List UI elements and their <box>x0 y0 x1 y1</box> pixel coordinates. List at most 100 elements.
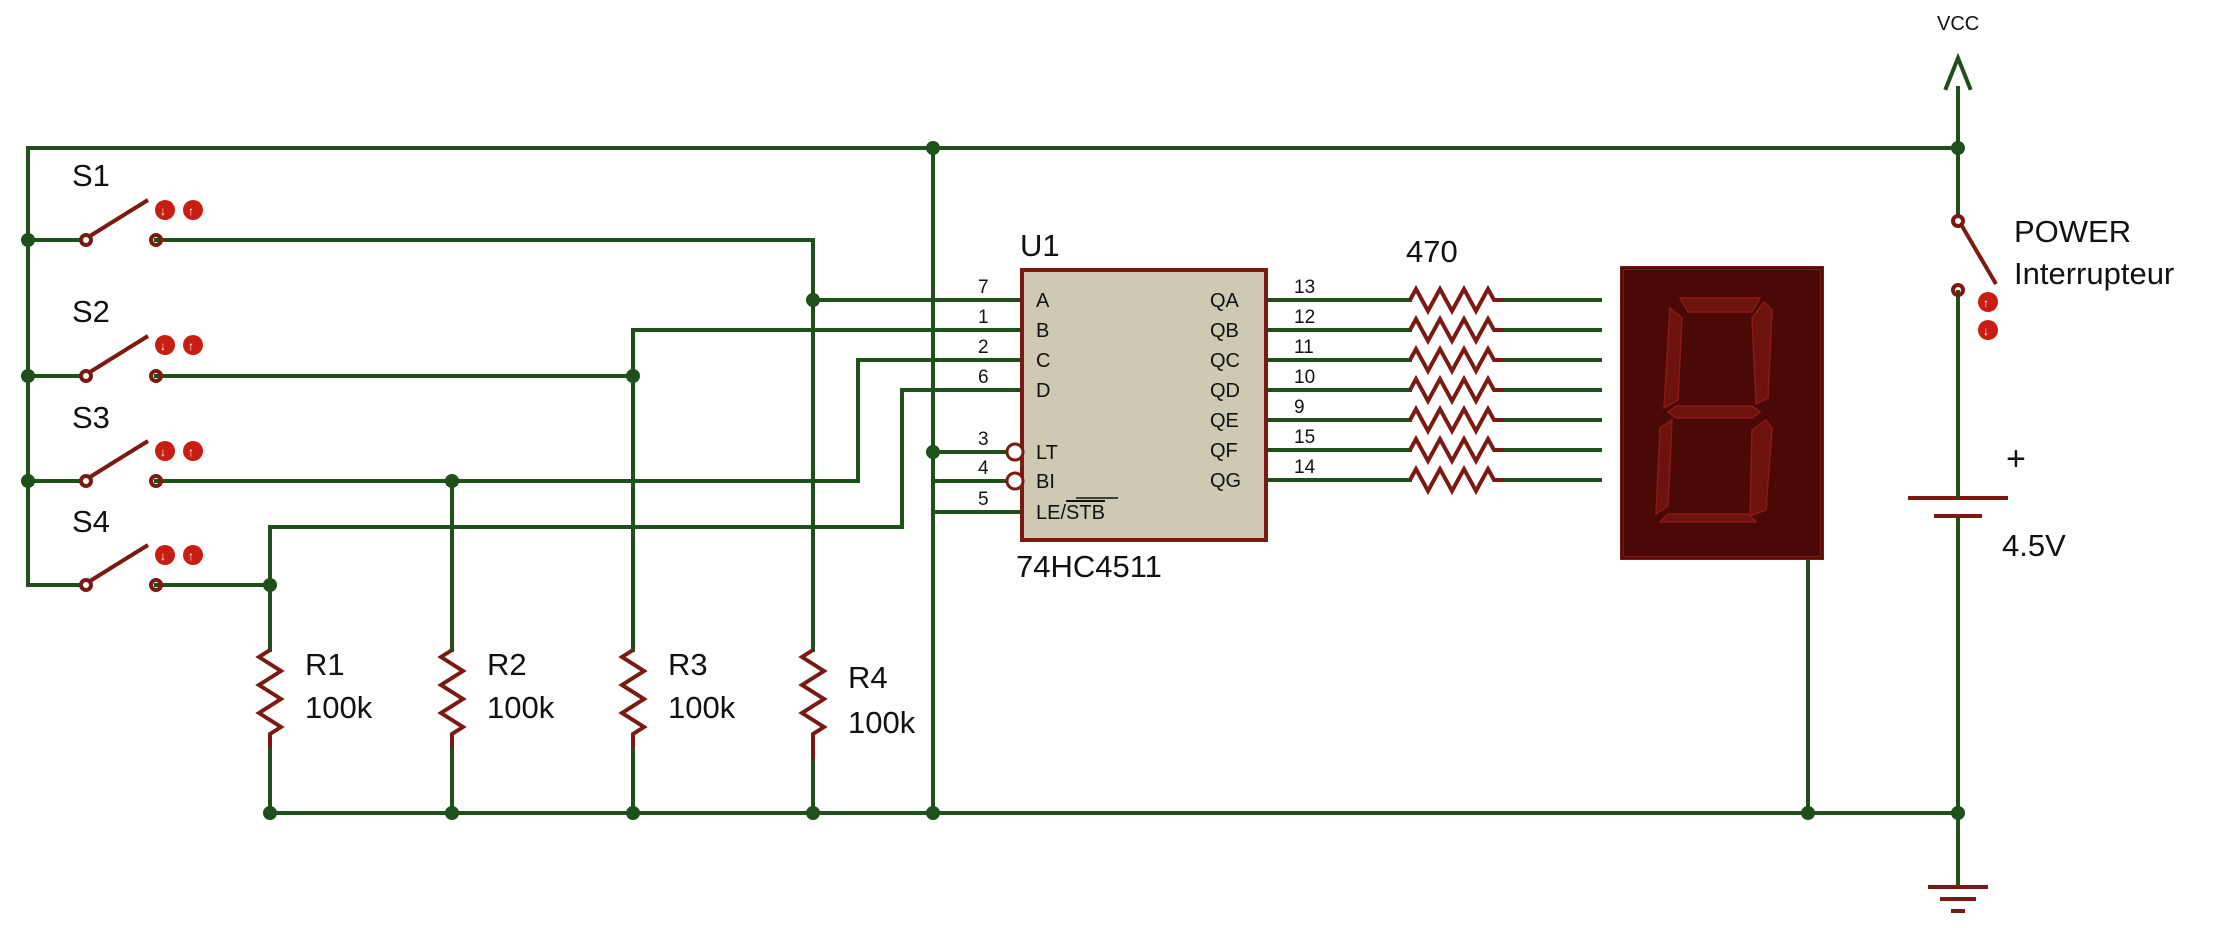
pin-name: QB <box>1210 320 1239 342</box>
resistor-ref: R4 <box>848 660 888 695</box>
resistor-ref: R3 <box>668 647 708 682</box>
pin-name: LT <box>1036 442 1058 464</box>
power-switch[interactable]: POWER Interrupteur ↑ ↓ <box>1951 214 2174 340</box>
segment-g <box>1666 405 1762 419</box>
resistor-value: 100k <box>668 690 736 725</box>
svg-text:9: 9 <box>1294 397 1305 418</box>
toggle-button-down[interactable]: ↓ <box>155 441 175 461</box>
svg-text:5: 5 <box>978 489 989 510</box>
inversion-bubble <box>1005 442 1025 462</box>
seven-segment-display <box>1620 266 1824 560</box>
svg-text:3: 3 <box>978 429 989 450</box>
toggle-button-up[interactable]: ↑ <box>183 545 203 565</box>
toggle-button-down[interactable]: ↓ <box>155 335 175 355</box>
svg-text:4: 4 <box>978 458 989 479</box>
resistor-r3: R3 100k <box>618 647 736 748</box>
ic-ref: U1 <box>1020 228 1060 263</box>
segment-resistor <box>1408 464 1504 496</box>
resistor-r1: R1 100k <box>255 647 373 748</box>
svg-text:15: 15 <box>1294 427 1315 448</box>
svg-text:↑: ↑ <box>188 204 194 218</box>
switch-ref: S1 <box>72 158 110 193</box>
resistor-value: 100k <box>305 690 373 725</box>
battery-polarity: + <box>2006 440 2026 478</box>
switch-ref: S3 <box>72 400 110 435</box>
segment-d <box>1658 513 1758 523</box>
pin-name: A <box>1036 290 1050 312</box>
segment-resistor <box>1408 284 1504 316</box>
svg-text:2: 2 <box>978 337 989 358</box>
toggle-button-down[interactable]: ↓ <box>1978 320 1998 340</box>
segment-a <box>1678 297 1762 313</box>
svg-text:↑: ↑ <box>188 549 194 563</box>
resistor-r4: R4 100k <box>798 648 916 760</box>
resistor-ref: R2 <box>487 647 527 682</box>
svg-text:↓: ↓ <box>160 339 166 353</box>
junctions <box>21 141 1965 820</box>
segment-b <box>1751 300 1773 406</box>
segment-resistor <box>1408 374 1504 406</box>
pin-name: QD <box>1210 380 1240 402</box>
switch-s1[interactable]: S1 ↓ ↑ <box>72 158 203 247</box>
pin-name: QA <box>1210 290 1240 312</box>
power-switch-name: Interrupteur <box>2014 256 2174 291</box>
vcc-label: VCC <box>1937 13 1979 35</box>
pin-name: D <box>1036 380 1050 402</box>
svg-text:↓: ↓ <box>1983 324 1989 338</box>
resistor-ref: R1 <box>305 647 345 682</box>
resistor-r2: R2 100k <box>437 647 555 748</box>
ic-part: 74HC4511 <box>1016 549 1162 584</box>
toggle-button-down[interactable]: ↓ <box>155 545 175 565</box>
svg-text:13: 13 <box>1294 277 1315 298</box>
svg-text:↓: ↓ <box>160 549 166 563</box>
power-switch-ref: POWER <box>2014 214 2131 249</box>
wires <box>26 86 1960 888</box>
ic-u1: U1 74HC4511 7 1 2 6 3 4 5 A B C D LT BI … <box>978 228 1316 584</box>
resistor-value: 100k <box>487 690 555 725</box>
vcc-symbol: VCC <box>1937 13 1979 91</box>
svg-text:14: 14 <box>1294 457 1316 478</box>
svg-text:6: 6 <box>978 367 989 388</box>
svg-text:12: 12 <box>1294 307 1315 328</box>
switch-s4[interactable]: S4 ↓ ↑ <box>72 504 203 592</box>
toggle-button-up[interactable]: ↑ <box>1978 292 1998 312</box>
toggle-button-up[interactable]: ↑ <box>183 335 203 355</box>
segment-resistor <box>1408 344 1504 376</box>
segment-e <box>1655 418 1673 516</box>
ic-body <box>1020 268 1268 542</box>
switch-s3[interactable]: S3 ↓ ↑ <box>72 400 203 488</box>
svg-text:↑: ↑ <box>1983 296 1989 310</box>
toggle-button-up[interactable]: ↑ <box>183 200 203 220</box>
pin-name: QC <box>1210 350 1240 372</box>
segment-resistor-value: 470 <box>1406 234 1458 269</box>
svg-text:11: 11 <box>1294 337 1314 358</box>
pin-name: QE <box>1210 410 1239 432</box>
segment-f <box>1663 306 1683 410</box>
svg-text:↑: ↑ <box>188 445 194 459</box>
pin-name: B <box>1036 320 1049 342</box>
toggle-button-up[interactable]: ↑ <box>183 441 203 461</box>
svg-text:1: 1 <box>978 307 989 328</box>
pin-name: QF <box>1210 440 1238 462</box>
pin-name: BI <box>1036 471 1055 493</box>
pin-name: QG <box>1210 470 1241 492</box>
resistor-value: 100k <box>848 705 916 740</box>
switch-s2[interactable]: S2 ↓ ↑ <box>72 294 203 383</box>
segment-resistor-bank: 470 <box>1406 234 1504 496</box>
segment-c <box>1749 418 1773 518</box>
segment-resistor <box>1408 404 1504 436</box>
svg-text:7: 7 <box>978 277 989 298</box>
pin-name: LE/STB <box>1036 502 1105 524</box>
switch-ref: S4 <box>72 504 110 539</box>
pin-name: C <box>1036 350 1050 372</box>
svg-text:↓: ↓ <box>160 204 166 218</box>
switch-ref: S2 <box>72 294 110 329</box>
toggle-button-down[interactable]: ↓ <box>155 200 175 220</box>
segment-resistor <box>1408 314 1504 346</box>
svg-text:10: 10 <box>1294 367 1315 388</box>
inversion-bubble <box>1005 471 1025 491</box>
svg-text:↓: ↓ <box>160 445 166 459</box>
segment-resistor <box>1408 434 1504 466</box>
battery-value: 4.5V <box>2002 528 2066 563</box>
